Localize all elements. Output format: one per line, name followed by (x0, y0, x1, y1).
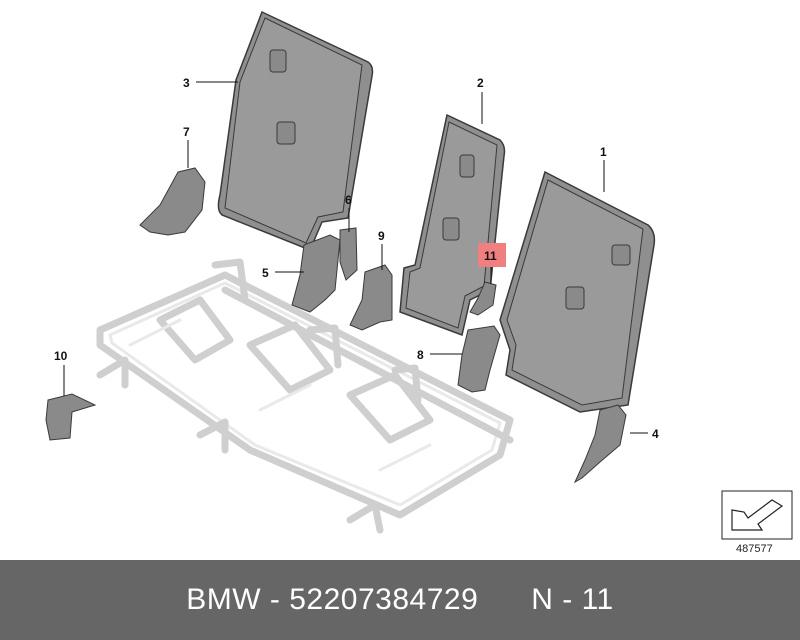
seat-frame (96, 258, 514, 534)
part-11-trim-cover (469, 281, 497, 316)
part-10-cover-cap (45, 393, 97, 441)
callout-5: 5 (262, 266, 269, 280)
callout-6: 6 (345, 193, 352, 207)
callout-11-highlight (478, 243, 506, 267)
callout-1: 1 (600, 145, 607, 159)
part-8-trim-cover (457, 325, 501, 393)
callout-8: 8 (417, 348, 424, 362)
part-7-trim-cover (139, 167, 206, 236)
part-9-trim-cover (349, 264, 393, 331)
arrow-direction-icon (721, 490, 793, 540)
callout-3: 3 (183, 76, 190, 90)
callout-7: 7 (183, 125, 190, 139)
callout-labels: 1 2 3 4 5 6 7 8 9 10 11 (54, 76, 659, 441)
part-1-backrest-cover-right (499, 170, 656, 413)
reference-number: 487577 (736, 543, 773, 555)
part-6-trim-cover (339, 227, 358, 281)
callout-2: 2 (477, 76, 484, 90)
part-2-backrest-cover-middle (399, 113, 506, 337)
part-4-trim-cover (573, 404, 627, 484)
parts-diagram: 1 2 3 4 5 6 7 8 9 10 11 (45, 10, 793, 540)
callout-10: 10 (54, 349, 68, 363)
part-3-backrest-cover-left (217, 10, 374, 251)
callout-9: 9 (378, 229, 385, 243)
callout-11: 11 (484, 249, 497, 263)
footer-bar: BMW - 52207384729 N - 11 (0, 560, 800, 640)
footer-part-info: BMW - 52207384729 N - 11 (186, 583, 614, 616)
callout-4: 4 (652, 427, 659, 441)
part-5-trim-cover (291, 234, 341, 313)
